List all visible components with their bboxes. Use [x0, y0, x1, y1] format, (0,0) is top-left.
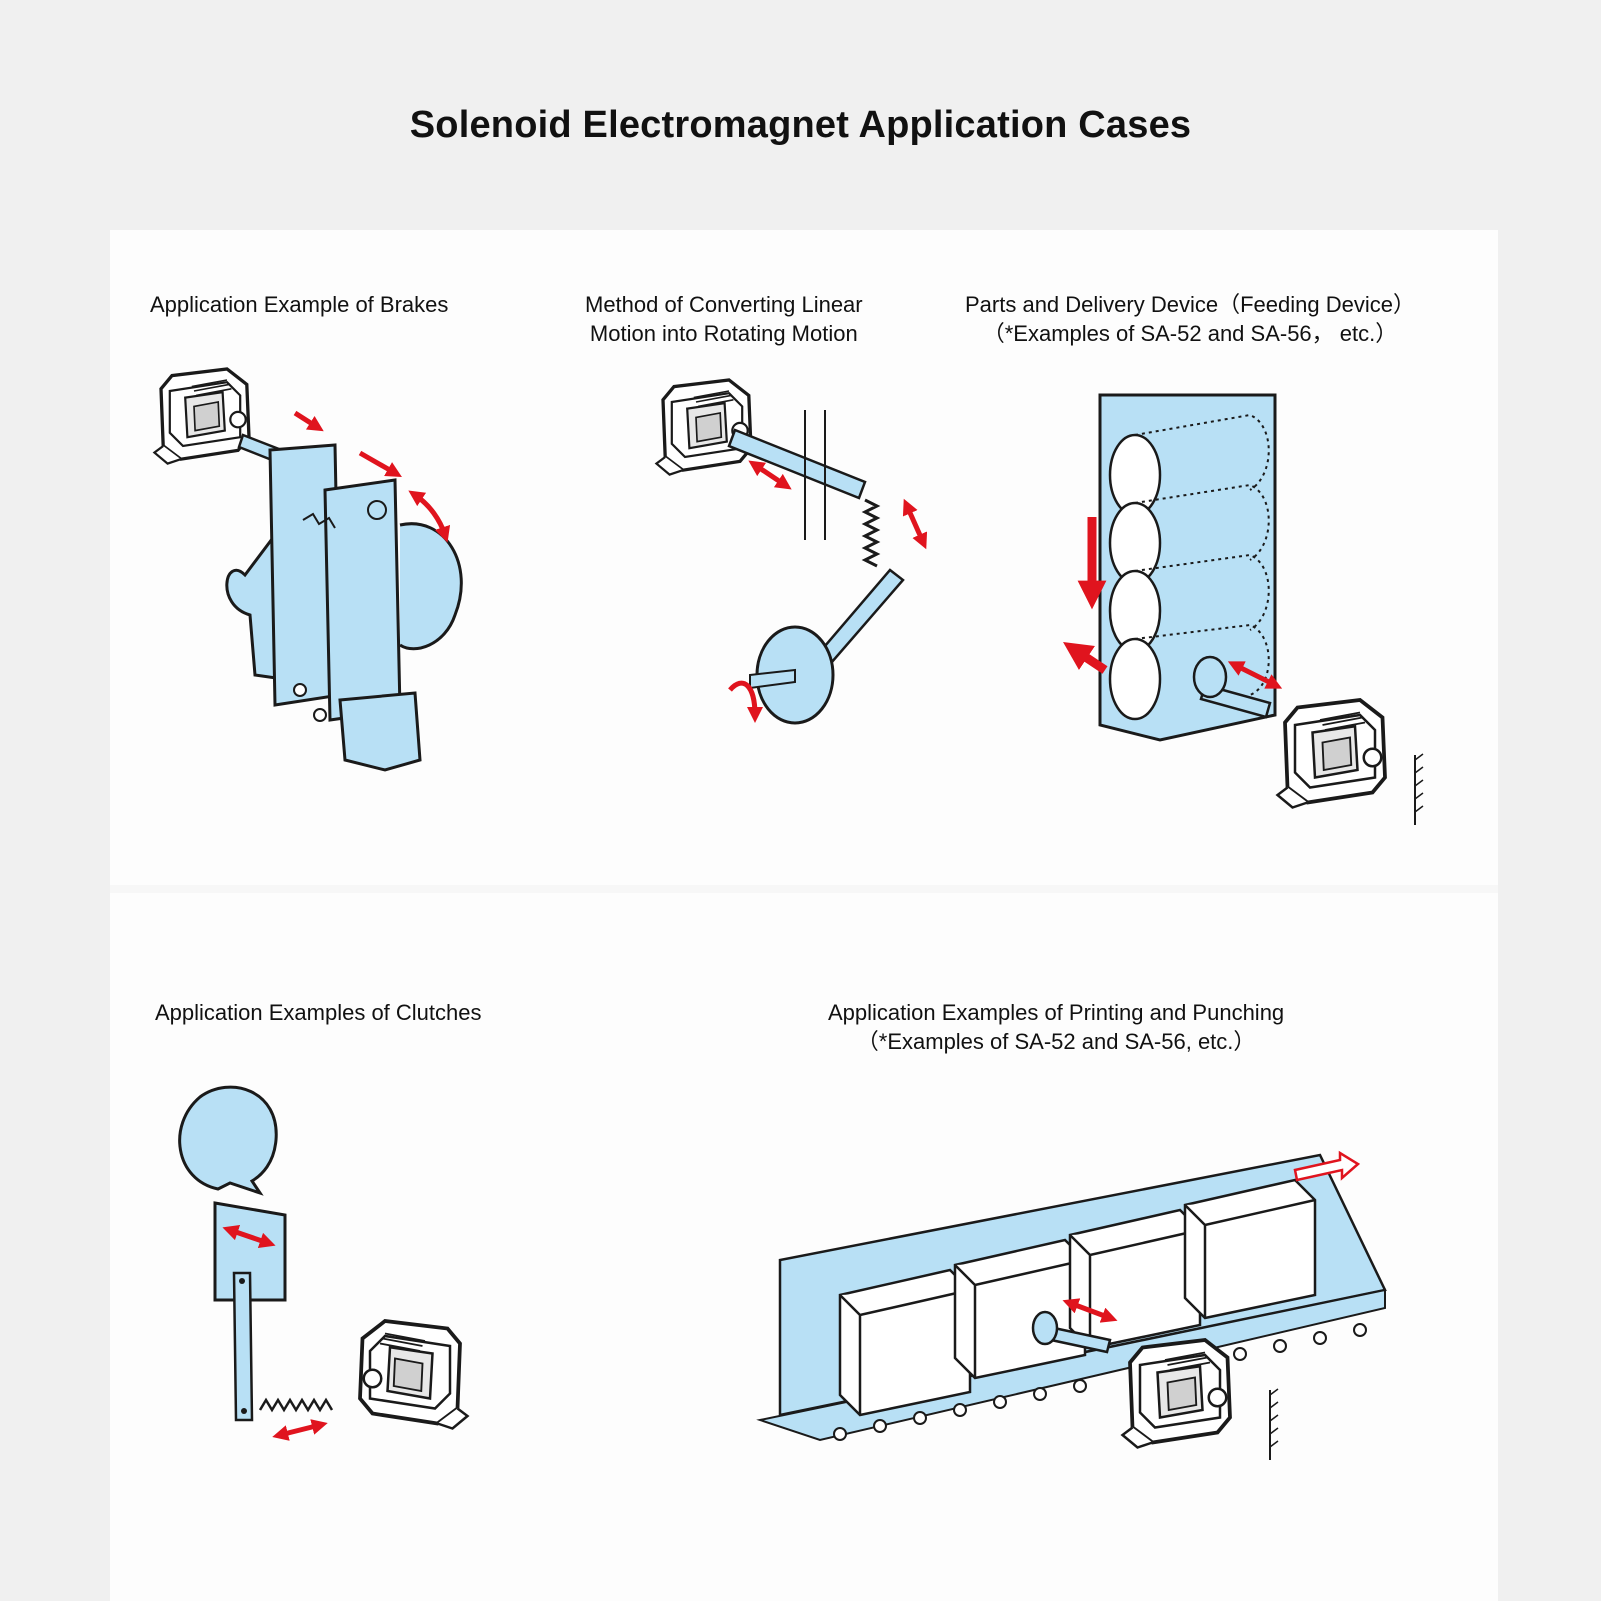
solenoid-icon: [152, 367, 251, 466]
caption-clutches: Application Examples of Clutches: [155, 998, 482, 1027]
double-arrow-icon: [902, 498, 928, 550]
direction-arrow-icon: [1293, 1150, 1361, 1182]
caption-linear-rotary: Method of Converting Linear Motion into …: [585, 290, 863, 348]
caption-brakes: Application Example of Brakes: [150, 290, 448, 319]
plunger-rod: [727, 428, 867, 500]
brake-shoe: [323, 478, 402, 722]
caption-line: Application Example of Brakes: [150, 292, 449, 317]
arrow-icon: [1063, 642, 1108, 674]
solenoid-icon: [358, 1319, 470, 1431]
caption-line: Application Examples of Printing and Pun…: [828, 1000, 1285, 1025]
double-arrow-icon: [222, 1225, 276, 1248]
double-arrow-icon: [408, 490, 451, 543]
row-divider: [110, 885, 1498, 893]
spring-icon: [861, 498, 881, 568]
printing-illustration: [756, 1150, 1387, 1460]
clutch-disc: [178, 1085, 278, 1196]
caption-printing: Application Examples of Printing and Pun…: [828, 998, 1284, 1056]
lever-arm: [232, 1271, 254, 1422]
solenoid-icon: [1120, 1338, 1232, 1450]
caption-line: Application Examples of Clutches: [155, 1000, 482, 1025]
arrow-icon: [358, 450, 402, 477]
solenoid-icon: [1275, 698, 1387, 810]
caption-line: Method of Converting Linear: [585, 292, 863, 317]
page-title: Solenoid Electromagnet Application Cases: [409, 104, 1192, 146]
caption-line: Motion into Rotating Motion: [589, 321, 858, 346]
caption-line: （*Examples of SA-52 and SA-56, etc.）: [856, 1029, 1256, 1054]
spring-icon: [302, 512, 336, 529]
linear-rotary-illustration: [654, 378, 928, 725]
spring-icon: [258, 1397, 334, 1413]
double-arrow-icon: [272, 1419, 328, 1441]
brake-illustration: [152, 367, 463, 772]
feeding-illustration: [1063, 393, 1424, 825]
double-arrow-icon: [748, 460, 792, 490]
base-block: [338, 691, 422, 772]
double-arrow-icon: [1062, 1298, 1118, 1323]
arrow-icon: [293, 410, 324, 432]
caption-line: （*Examples of SA-52 and SA-56， etc.）: [982, 321, 1398, 346]
caption-feeding: Parts and Delivery Device（Feeding Device…: [965, 290, 1415, 348]
drum-shaft: [399, 522, 463, 651]
caption-line: Parts and Delivery Device（Feeding Device…: [965, 292, 1415, 317]
double-arrow-icon: [1227, 661, 1283, 689]
solenoid-icon: [654, 378, 753, 477]
rotation-arrow-icon: [728, 680, 763, 723]
clutch-illustration: [178, 1085, 470, 1441]
